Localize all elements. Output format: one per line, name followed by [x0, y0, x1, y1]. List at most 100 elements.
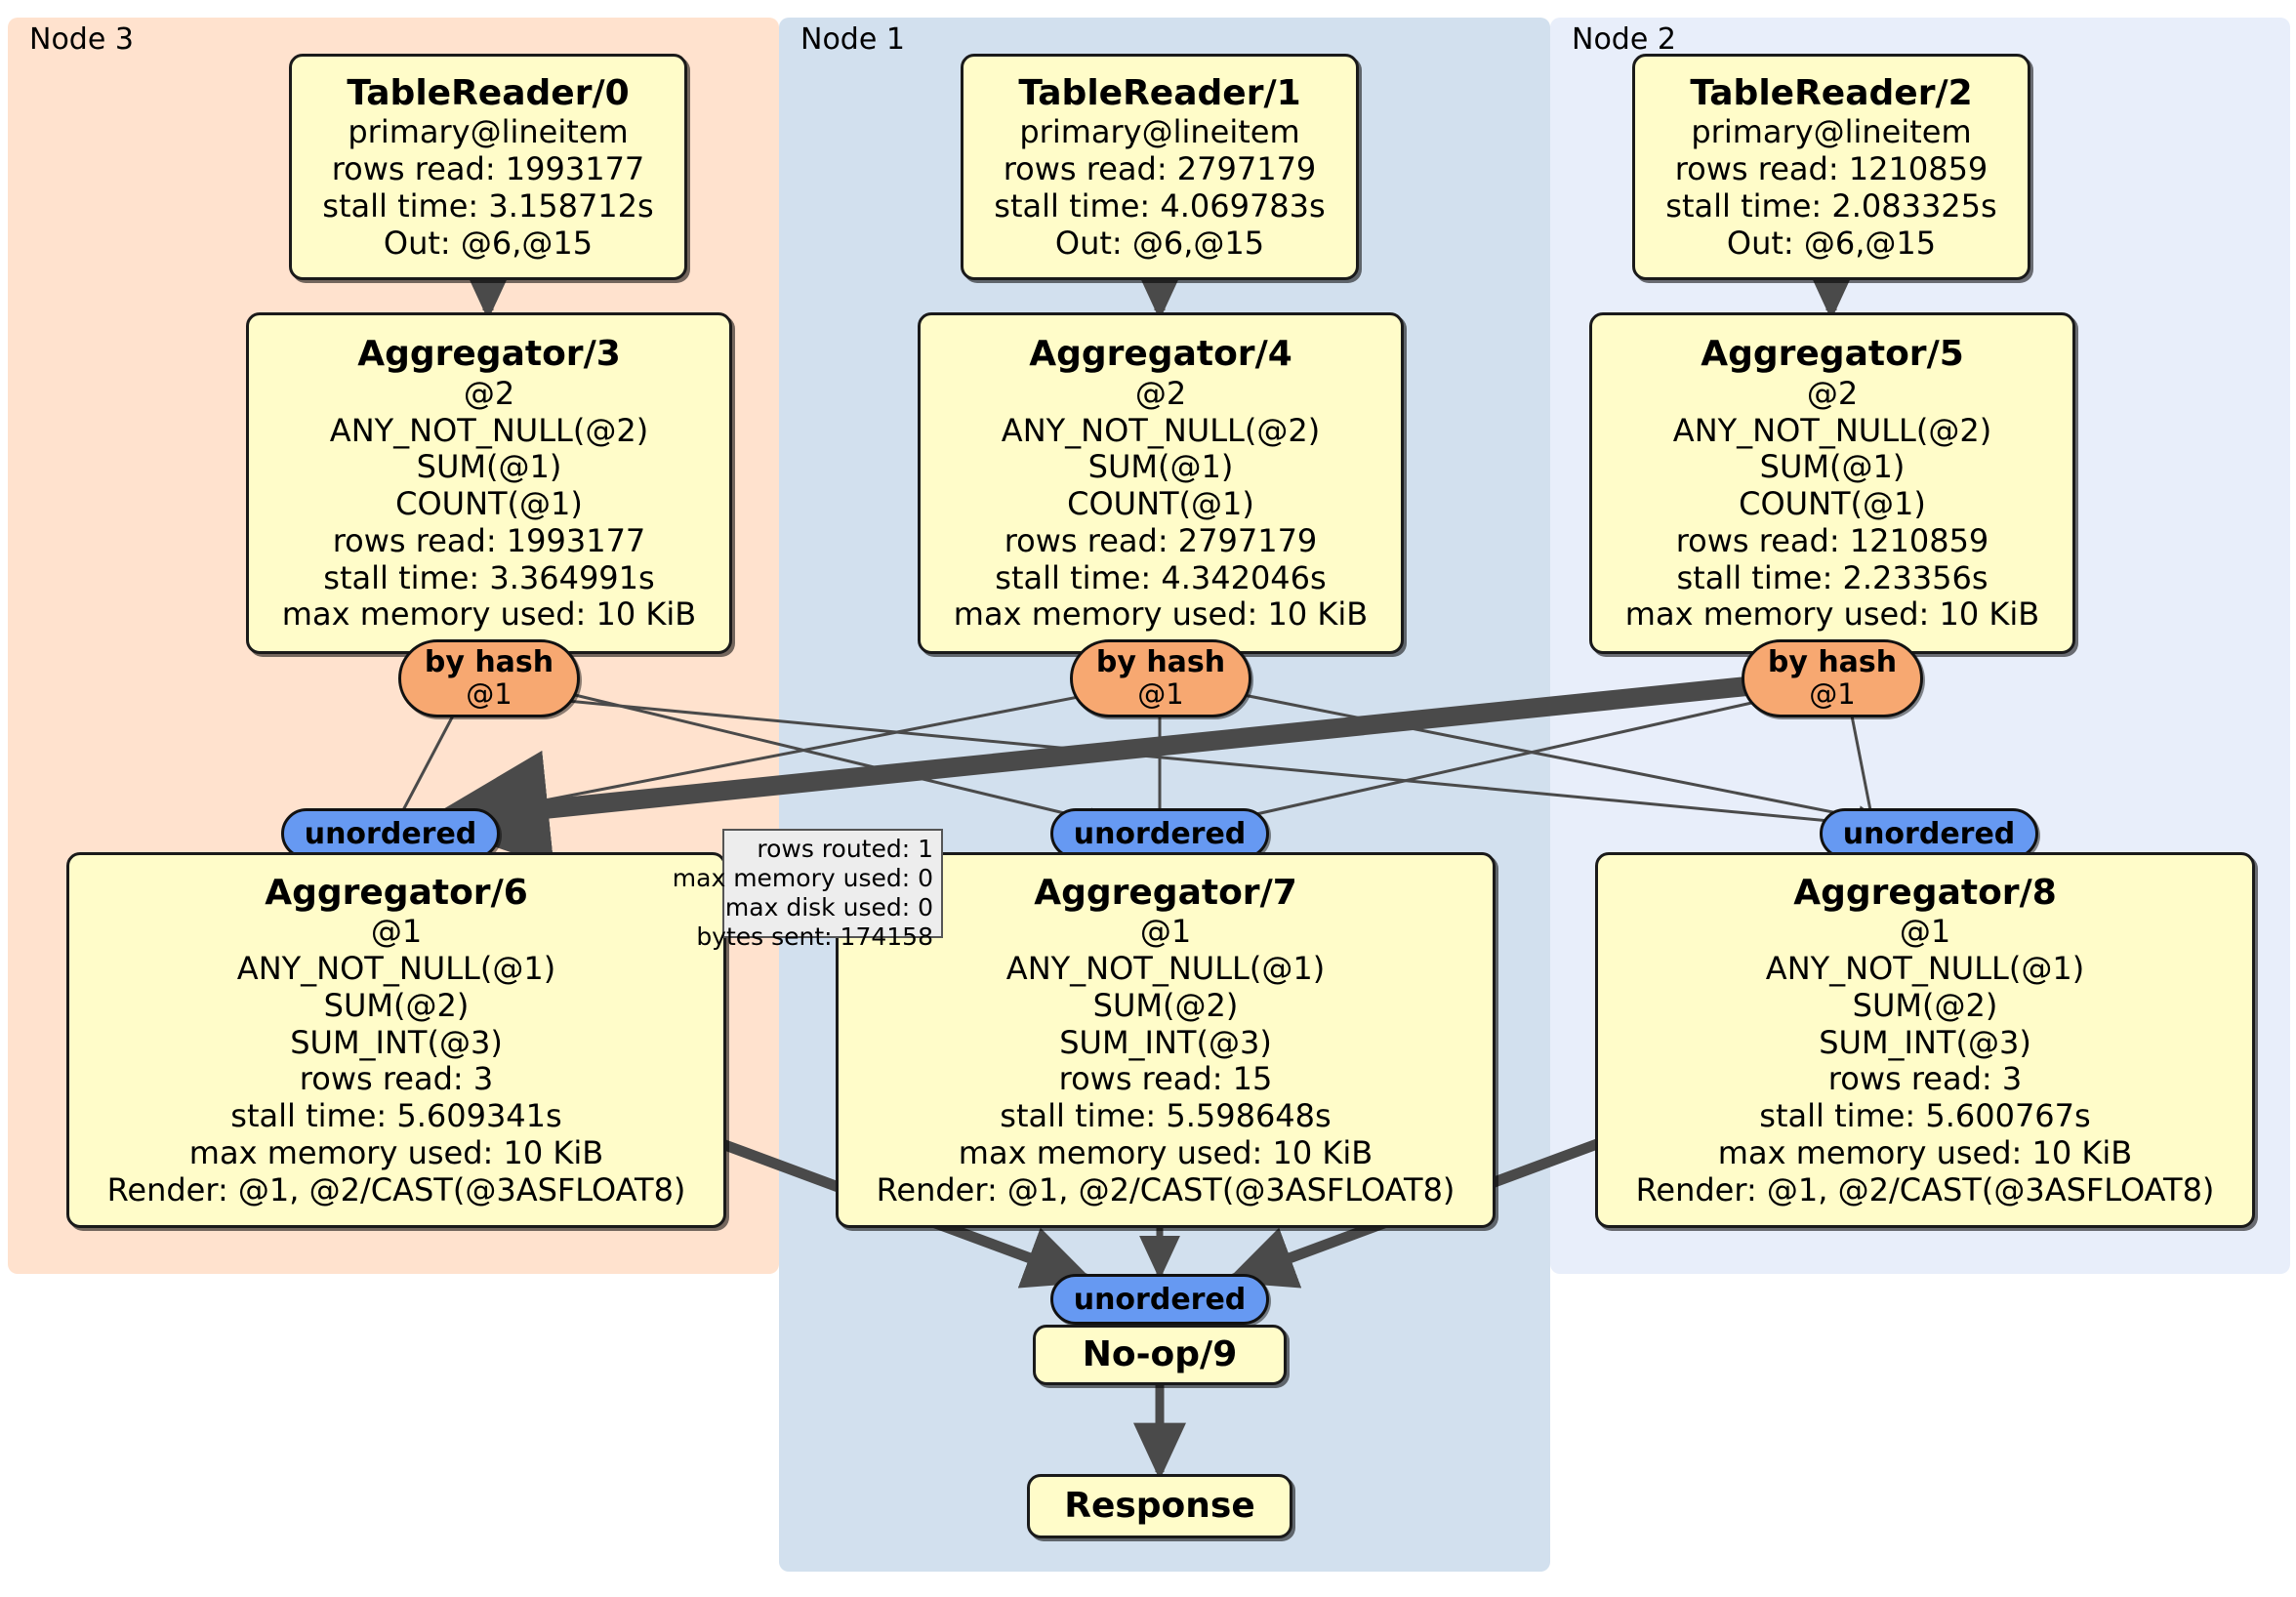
node-line: Render: @1, @2/CAST(@3ASFLOAT8) — [1635, 1170, 2215, 1208]
stream-label: unordered — [1073, 816, 1247, 851]
node-line: SUM(@2) — [1852, 986, 1998, 1024]
node-line: max memory used: 10 KiB — [188, 1133, 604, 1171]
stream-label: unordered — [1073, 1282, 1247, 1317]
node-aggregator3[interactable]: Aggregator/3 @2 ANY_NOT_NULL(@2) SUM(@1)… — [246, 312, 732, 654]
router-column: @1 — [1809, 677, 1856, 712]
node-line: rows read: 3 — [299, 1060, 494, 1098]
node-line: rows read: 3 — [1827, 1060, 2023, 1098]
node-line: SUM(@1) — [416, 448, 562, 486]
stream-label: unordered — [1842, 816, 2016, 851]
node-title: Aggregator/4 — [1029, 333, 1292, 374]
node-title: Aggregator/6 — [265, 872, 528, 913]
node-aggregator6[interactable]: Aggregator/6 @1 ANY_NOT_NULL(@1) SUM(@2)… — [66, 852, 726, 1228]
stat-max-memory-used: max memory used: 0 — [672, 864, 933, 892]
node-line: Out: @6,@15 — [1054, 224, 1265, 262]
node-line: stall time: 5.598648s — [1000, 1097, 1332, 1135]
node-line: SUM(@1) — [1759, 448, 1906, 486]
stat-rows-routed: rows routed: 1 — [757, 835, 933, 863]
edge-byhash-a-to-unordered-c — [546, 697, 1872, 835]
node-line: ANY_NOT_NULL(@1) — [236, 950, 556, 988]
node-aggregator7[interactable]: Aggregator/7 @1 ANY_NOT_NULL(@1) SUM(@2)… — [836, 852, 1496, 1228]
edge-byhash-b-to-unordered-c — [1213, 687, 1884, 829]
node-line: @2 — [463, 374, 515, 412]
node-aggregator5[interactable]: Aggregator/5 @2 ANY_NOT_NULL(@2) SUM(@1)… — [1589, 312, 2075, 654]
node-line: Render: @1, @2/CAST(@3ASFLOAT8) — [106, 1170, 686, 1208]
node-line: stall time: 3.158712s — [322, 186, 654, 225]
stat-max-disk-used: max disk used: 0 — [724, 893, 933, 921]
node-title: Aggregator/5 — [1701, 333, 1964, 374]
node-title: Aggregator/7 — [1034, 872, 1297, 913]
stream-unordered-final[interactable]: unordered — [1050, 1274, 1269, 1325]
node-title: Response — [1064, 1486, 1255, 1527]
node-line: ANY_NOT_NULL(@2) — [1001, 411, 1321, 449]
node-aggregator8[interactable]: Aggregator/8 @1 ANY_NOT_NULL(@1) SUM(@2)… — [1595, 852, 2255, 1228]
node-noop9[interactable]: No-op/9 — [1033, 1325, 1287, 1385]
node-response[interactable]: Response — [1027, 1474, 1292, 1538]
node-line: max memory used: 10 KiB — [1717, 1133, 2133, 1171]
node-line: primary@lineitem — [348, 113, 629, 151]
node-line: rows read: 2797179 — [1004, 521, 1318, 559]
node-line: rows read: 1993177 — [332, 521, 646, 559]
node-tablereader0[interactable]: TableReader/0 primary@lineitem rows read… — [289, 54, 687, 280]
node-line: primary@lineitem — [1691, 113, 1972, 151]
node-line: @2 — [1806, 374, 1859, 412]
node-panel-label-node2: Node 2 — [1572, 22, 1676, 57]
node-line: stall time: 2.23356s — [1676, 558, 1988, 596]
node-line: stall time: 3.364991s — [323, 558, 655, 596]
node-line: max memory used: 10 KiB — [953, 595, 1369, 634]
edge-byhash-c-to-unordered-a — [422, 672, 1796, 868]
node-line: rows read: 1210859 — [1675, 521, 1989, 559]
node-line: primary@lineitem — [1019, 113, 1300, 151]
node-title: Aggregator/8 — [1793, 872, 2057, 913]
node-title: TableReader/0 — [347, 72, 630, 113]
node-line: Render: @1, @2/CAST(@3ASFLOAT8) — [876, 1170, 1456, 1208]
node-tablereader2[interactable]: TableReader/2 primary@lineitem rows read… — [1632, 54, 2030, 280]
node-aggregator4[interactable]: Aggregator/4 @2 ANY_NOT_NULL(@2) SUM(@1)… — [918, 312, 1404, 654]
stat-bytes-sent: bytes sent: 174158 — [696, 922, 933, 951]
stream-label: unordered — [304, 816, 477, 851]
node-line: COUNT(@1) — [1067, 485, 1254, 523]
node-line: rows read: 1993177 — [331, 150, 645, 188]
node-line: max memory used: 10 KiB — [1624, 595, 2040, 634]
node-line: stall time: 5.609341s — [230, 1097, 562, 1135]
node-line: SUM_INT(@3) — [1059, 1023, 1272, 1061]
node-line: @1 — [1139, 913, 1192, 951]
node-tablereader1[interactable]: TableReader/1 primary@lineitem rows read… — [961, 54, 1359, 280]
node-line: SUM(@2) — [1092, 986, 1239, 1024]
node-line: @2 — [1134, 374, 1187, 412]
node-line: ANY_NOT_NULL(@2) — [1672, 411, 1992, 449]
router-stats-tooltip: rows routed: 1 max memory used: 0 max di… — [673, 829, 943, 951]
node-line: @1 — [370, 913, 423, 951]
node-line: @1 — [1899, 913, 1951, 951]
node-title: TableReader/2 — [1690, 72, 1973, 113]
router-byhash-c[interactable]: by hash @1 — [1742, 639, 1923, 717]
router-byhash-a[interactable]: by hash @1 — [398, 639, 580, 717]
edge-byhash-c-to-unordered-c — [1847, 700, 1872, 811]
node-line: stall time: 4.342046s — [995, 558, 1327, 596]
node-line: ANY_NOT_NULL(@1) — [1765, 950, 2085, 988]
node-line: stall time: 5.600767s — [1759, 1097, 2091, 1135]
node-line: stall time: 2.083325s — [1665, 186, 1997, 225]
edge-byhash-c-to-unordered-b — [1207, 693, 1787, 832]
node-line: SUM_INT(@3) — [290, 1023, 503, 1061]
router-title: by hash — [1095, 645, 1226, 680]
router-title: by hash — [424, 645, 554, 680]
node-line: ANY_NOT_NULL(@1) — [1005, 950, 1326, 988]
node-panel-label-node1: Node 1 — [800, 22, 905, 57]
router-column: @1 — [466, 677, 512, 712]
router-byhash-b[interactable]: by hash @1 — [1070, 639, 1251, 717]
node-title: Aggregator/3 — [357, 333, 621, 374]
node-line: SUM_INT(@3) — [1819, 1023, 2031, 1061]
stream-unordered-c[interactable]: unordered — [1820, 808, 2038, 859]
node-line: ANY_NOT_NULL(@2) — [329, 411, 649, 449]
node-line: SUM(@2) — [323, 986, 470, 1024]
node-line: SUM(@1) — [1087, 448, 1234, 486]
node-line: rows read: 2797179 — [1003, 150, 1317, 188]
node-title: TableReader/1 — [1018, 72, 1301, 113]
node-panel-label-node3: Node 3 — [29, 22, 134, 57]
node-line: Out: @6,@15 — [383, 224, 594, 262]
edge-byhash-a-to-unordered-b — [546, 686, 1115, 831]
node-line: stall time: 4.069783s — [994, 186, 1326, 225]
node-line: Out: @6,@15 — [1726, 224, 1937, 262]
